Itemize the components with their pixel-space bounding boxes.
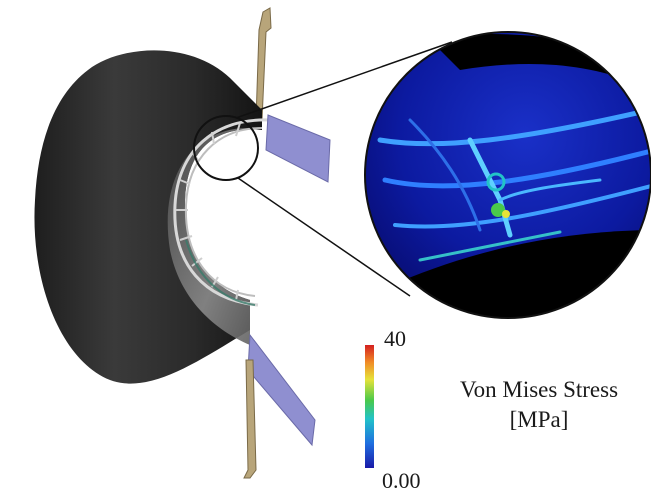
zoom-detail-view — [365, 32, 651, 318]
bottom-bracket — [247, 333, 316, 447]
cylinder-body — [34, 50, 263, 384]
colorbar-max-label: 40 — [384, 326, 406, 351]
bottom-support-rod — [243, 359, 257, 479]
top-support-rod — [255, 7, 272, 121]
zoom-detail-outline — [364, 31, 651, 319]
zoom-source-circle — [193, 115, 259, 181]
colorbar-min-label: 0.00 — [382, 468, 421, 493]
frame-ribs — [173, 118, 271, 307]
colorbar-title: Von Mises Stress — [459, 377, 619, 402]
zoom-connector-lines — [235, 41, 453, 297]
colorbar-unit: [MPa] — [509, 407, 569, 432]
colorbar — [365, 345, 374, 468]
top-bracket — [265, 114, 331, 183]
